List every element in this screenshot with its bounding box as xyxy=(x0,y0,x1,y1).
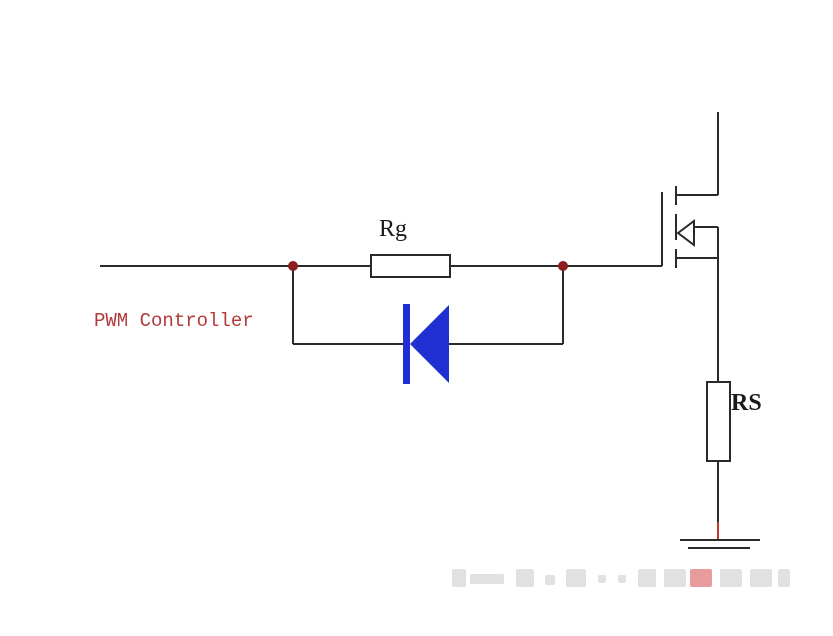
mosfet xyxy=(661,112,719,268)
mosfet-arrow xyxy=(676,219,695,247)
rs-resistor xyxy=(706,381,731,462)
rs-label: RS xyxy=(731,390,762,416)
rg-resistor xyxy=(370,254,451,278)
diode-cathode-bar xyxy=(403,304,410,384)
watermark xyxy=(452,569,790,587)
pwm-controller-label: PWM Controller xyxy=(94,310,254,332)
diode xyxy=(403,304,449,384)
junction-node-right xyxy=(558,261,568,271)
rg-label: Rg xyxy=(379,216,407,242)
ground-symbol xyxy=(680,522,760,549)
diode-body xyxy=(410,305,449,383)
junction-node-left xyxy=(288,261,298,271)
